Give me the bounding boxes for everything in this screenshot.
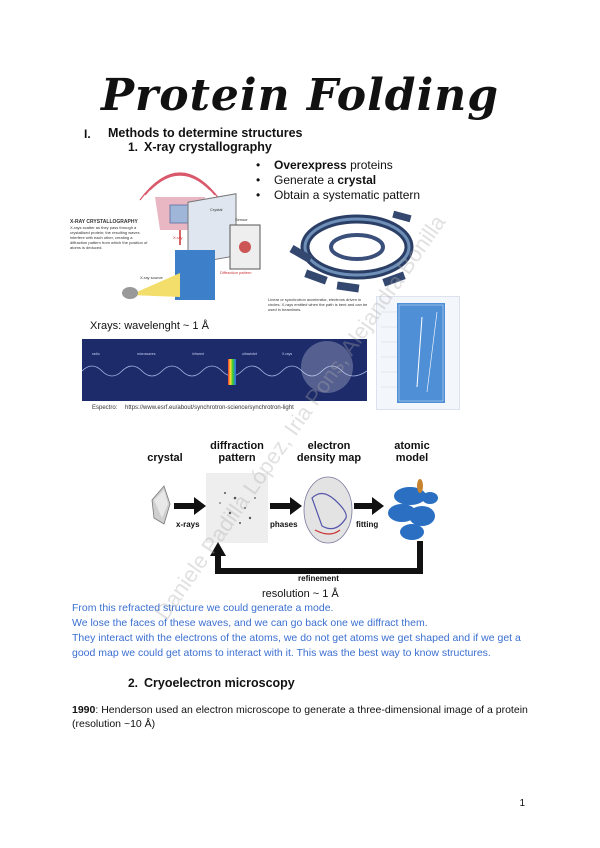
refinement-label: refinement (298, 574, 339, 583)
subsection-number: 1. (128, 140, 139, 154)
xrays-wavelength-label: Xrays: wavelenght ~ 1 Å (90, 320, 209, 332)
bullet-list: Overexpress proteins Generate a crystal … (256, 158, 420, 203)
process-diagram: crystal diffraction pattern electron den… (140, 438, 455, 588)
section-heading: Methods to determine structures (108, 126, 303, 140)
spectrum-url-prefix: Espectro: (92, 405, 118, 411)
spectrum-banner: radio microwaves infrared ultraviolet X-ray… (81, 339, 368, 401)
resolution-label: resolution ~ 1 Å (262, 588, 339, 600)
xray-diagram-heading: X-RAY CRYSTALLOGRAPHY (70, 219, 138, 225)
paragraph-text: : Henderson used an electron microscope … (72, 704, 528, 730)
bullet-bold: Overexpress (274, 158, 347, 172)
arrow-xrays-label: x-rays (176, 520, 200, 529)
xray-diagram: X-RAY CRYSTALLOGRAPHY X-rays scatter as … (70, 155, 270, 310)
svg-text:infrared: infrared (192, 352, 204, 356)
note-line: We lose the faces of these waves, and we… (72, 617, 428, 629)
wavelength-scale-image (376, 296, 460, 410)
spectrum-url[interactable]: https://www.esrf.eu/about/synchrotron-sc… (125, 405, 294, 411)
xray-label: X-ray (173, 235, 183, 240)
section-number: I. (84, 127, 91, 141)
subsection-heading: X-ray crystallography (144, 140, 272, 154)
page-title: Protein Folding (100, 70, 500, 121)
bullet-text: Obtain a systematic pattern (274, 188, 421, 202)
process-graphic (151, 473, 438, 574)
svg-text:microwaves: microwaves (137, 352, 156, 356)
bullet-item: Overexpress proteins (256, 158, 420, 173)
bullet-bold: crystal (337, 173, 377, 187)
sensor-label: Sensor (235, 217, 248, 222)
bullet-text: Generate a (274, 173, 338, 187)
note-line: They interact with the electrons of the … (72, 632, 521, 659)
arrow-fitting-label: fitting (356, 520, 379, 529)
xray-diagram-description: X-rays scatter as they pass through a cr… (70, 225, 148, 250)
synchrotron-graphic (289, 210, 414, 293)
blue-notes: From this refracted structure we could g… (72, 601, 532, 661)
svg-text:X-rays: X-rays (282, 352, 292, 356)
arrow-phases-label: phases (270, 520, 298, 529)
synchrotron-image (285, 205, 415, 300)
svg-text:ultraviolet: ultraviolet (242, 352, 257, 356)
source-label: X-ray source (140, 275, 163, 280)
subsection2-heading: Cryoelectron microscopy (144, 676, 295, 690)
step-density-label: electron density map (296, 440, 362, 464)
page-number: 1 (519, 798, 525, 809)
synchrotron-caption: Linear or synchrotron accelerator, elect… (268, 297, 368, 312)
bullet-item: Obtain a systematic pattern (256, 188, 420, 203)
bullet-item: Generate a crystal (256, 173, 420, 188)
spectrum-graphic: radio microwaves infrared ultraviolet X-ray… (81, 341, 368, 393)
step-diffraction-label: diffraction pattern (210, 440, 264, 464)
crystal-label: Crystal (210, 207, 223, 212)
cryo-paragraph: 1990: Henderson used an electron microsc… (72, 703, 532, 731)
diffraction-label: Diffraction pattern (220, 270, 252, 275)
step-model-label: atomic model (394, 440, 430, 464)
svg-text:radio: radio (92, 352, 100, 356)
xray-diagram-graphic (122, 172, 261, 300)
year-highlight: 1990 (72, 704, 96, 716)
step-crystal-label: crystal (147, 452, 183, 464)
wavelength-scale-graphic (381, 303, 445, 403)
note-line: From this refracted structure we could g… (72, 602, 334, 614)
subsection2-number: 2. (128, 676, 139, 690)
bullet-text: proteins (346, 158, 393, 172)
